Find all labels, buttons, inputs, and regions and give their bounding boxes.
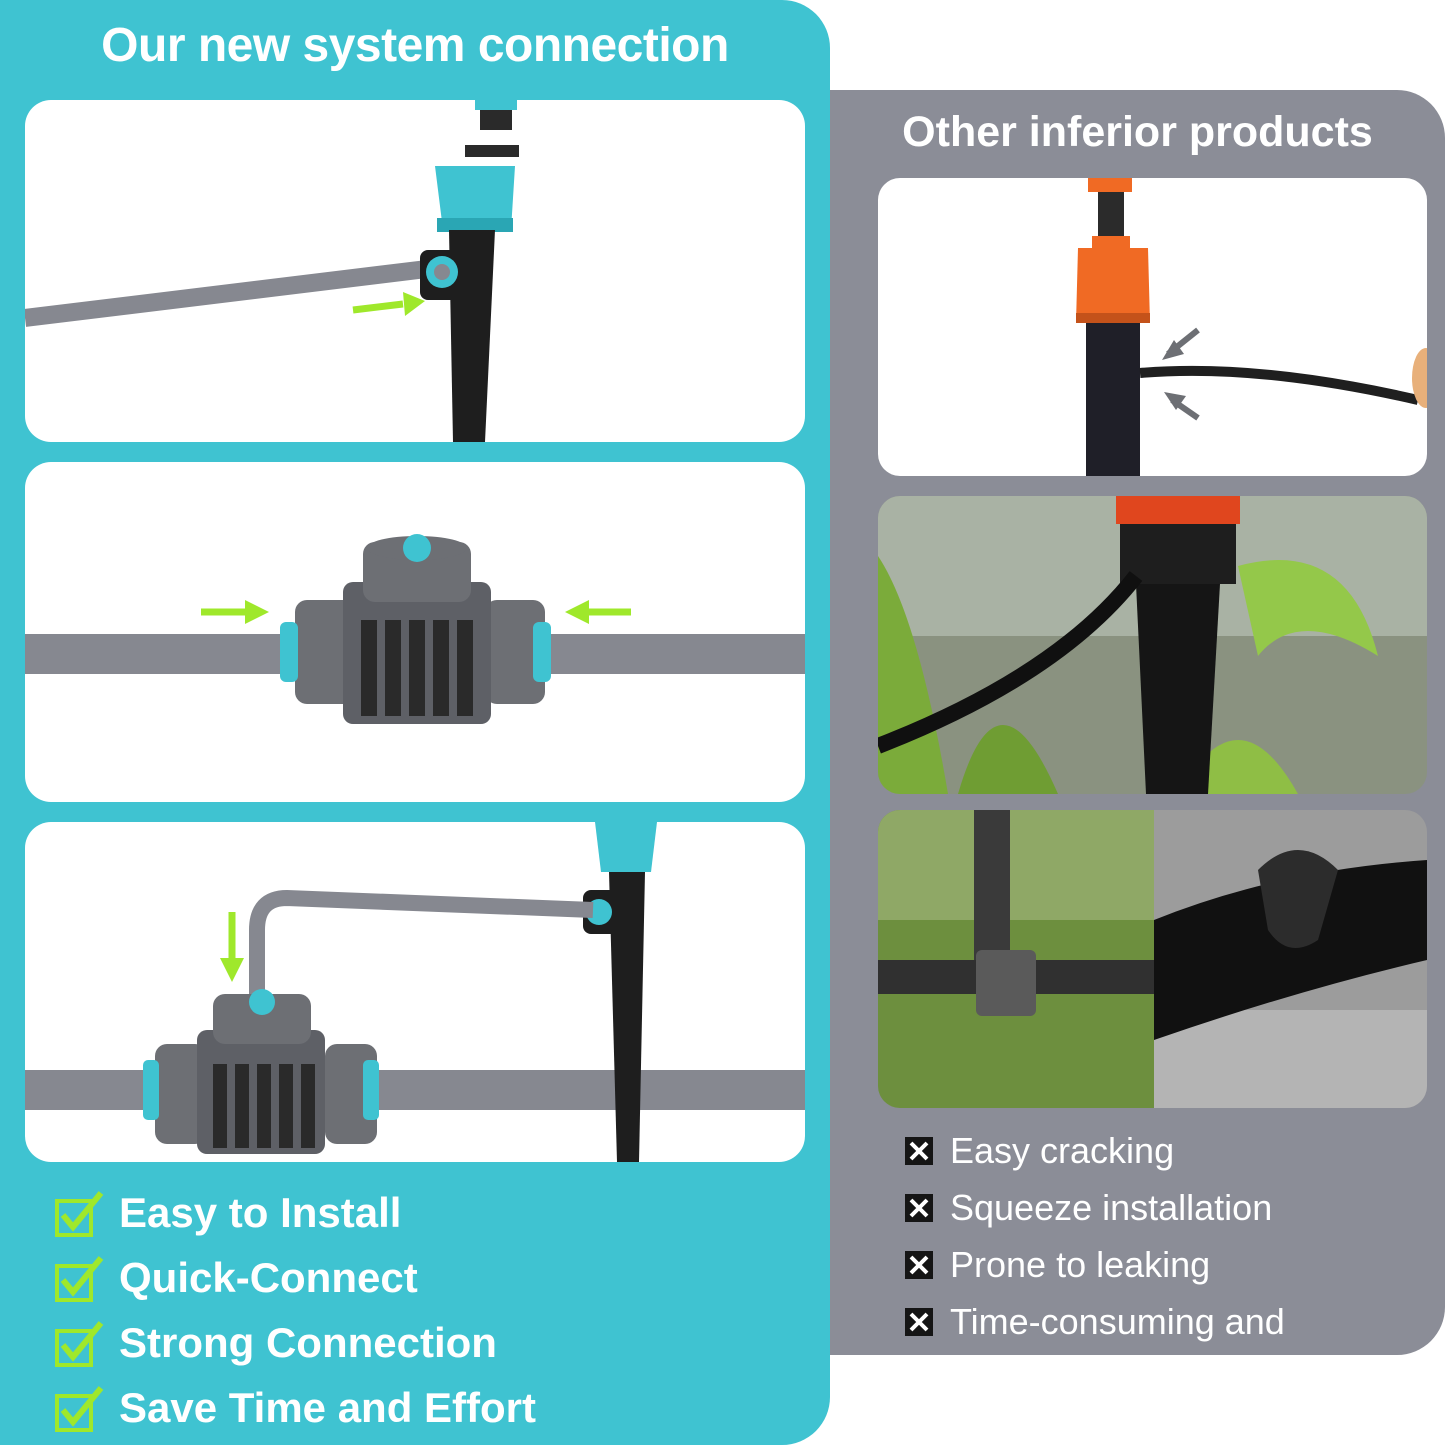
feature-label: Easy to Install — [119, 1188, 402, 1236]
con-label: Time-consuming and — [950, 1300, 1285, 1342]
feature-item: Easy to Install — [55, 1180, 536, 1245]
tee-connector-illustration — [25, 462, 805, 802]
feature-label: Quick-Connect — [119, 1253, 418, 1301]
x-mark-icon — [905, 1193, 933, 1222]
feature-item: Strong Connection — [55, 1310, 536, 1375]
con-item: Prone to leaking — [905, 1236, 1285, 1293]
feature-list: Easy to Install Quick-Connect Strong Con… — [55, 1180, 536, 1440]
feature-item: Quick-Connect — [55, 1245, 536, 1310]
feature-item: Save Time and Effort — [55, 1375, 536, 1440]
con-item: Time-consuming and — [905, 1293, 1285, 1350]
feature-label: Strong Connection — [119, 1318, 497, 1366]
cons-list: Easy cracking Squeeze installation Prone… — [905, 1122, 1285, 1350]
branch-connection-illustration — [25, 822, 805, 1162]
stake-connection-illustration — [25, 100, 805, 442]
x-mark-icon — [905, 1136, 933, 1165]
leaking-stake-photo — [878, 496, 1427, 794]
feature-label: Save Time and Effort — [119, 1383, 537, 1431]
cracked-tube-photo — [878, 810, 1427, 1108]
checkbox-check-icon — [55, 1385, 104, 1432]
x-mark-icon — [905, 1250, 933, 1279]
checkbox-check-icon — [55, 1320, 104, 1367]
con-label: Prone to leaking — [950, 1243, 1211, 1285]
checkbox-check-icon — [55, 1190, 104, 1237]
con-label: Squeeze installation — [950, 1186, 1273, 1228]
con-label: Easy cracking — [950, 1129, 1175, 1171]
con-item: Squeeze installation — [905, 1179, 1285, 1236]
con-item: Easy cracking — [905, 1122, 1285, 1179]
x-mark-icon — [905, 1307, 933, 1336]
new-system-title: Our new system connection — [101, 19, 729, 72]
inferior-products-title: Other inferior products — [902, 108, 1373, 156]
inferior-stake-photo — [878, 178, 1427, 476]
checkbox-check-icon — [55, 1255, 104, 1302]
